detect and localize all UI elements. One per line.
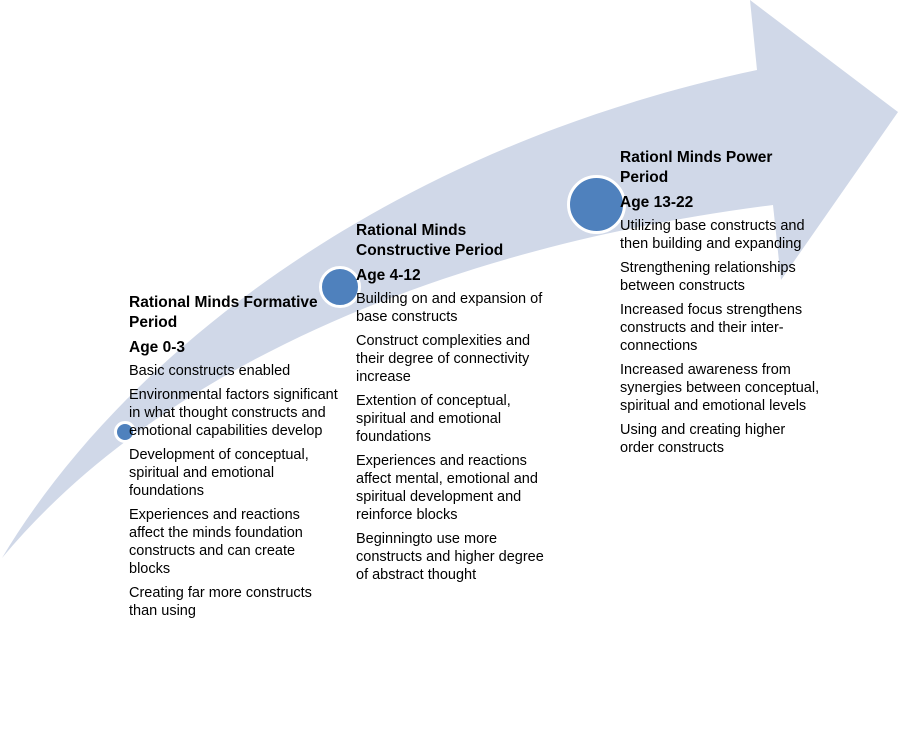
stage-marker-power bbox=[567, 175, 626, 234]
stage-item: Development of conceptual, spiritual and… bbox=[129, 447, 309, 499]
stage-item: Utilizing base constructs and then build… bbox=[620, 218, 805, 252]
stage-power: Rationl Minds Power Period Age 13-22 Uti… bbox=[620, 148, 820, 463]
stage-item: Strengthening relationships between cons… bbox=[620, 260, 796, 294]
stage-item: Experiences and reactions affect mental,… bbox=[356, 453, 538, 523]
stage-marker-formative bbox=[114, 421, 136, 443]
arrow-shape bbox=[2, 0, 898, 558]
stage-item: Building on and expansion of base constr… bbox=[356, 291, 543, 325]
stage-item: Experiences and reactions affect the min… bbox=[129, 507, 303, 577]
stage-item: Environmental factors significant in wha… bbox=[129, 387, 338, 439]
stage-item: Increased awareness from synergies betwe… bbox=[620, 362, 820, 414]
stage-item: Increased focus strengthens constructs a… bbox=[620, 302, 803, 354]
stage-item: Construct complexities and their degree … bbox=[356, 333, 531, 385]
stage-formative: Rational Minds Formative Period Age 0-3 … bbox=[129, 293, 339, 626]
stage-age: Age 13-22 bbox=[620, 194, 694, 211]
stage-item: Creating far more constructs than using bbox=[129, 585, 312, 619]
stage-item: Extention of conceptual, spiritual and e… bbox=[356, 393, 511, 445]
stage-title: Rational Minds Constructive Period bbox=[356, 222, 504, 259]
stage-age: Age 0-3 bbox=[129, 339, 185, 356]
stage-item: Basic constructs enabled bbox=[129, 363, 291, 379]
stage-title: Rationl Minds Power Period bbox=[620, 149, 773, 186]
stage-age: Age 4-12 bbox=[356, 267, 421, 284]
stage-item: Using and creating higher order construc… bbox=[620, 422, 786, 456]
stage-title: Rational Minds Formative Period bbox=[129, 294, 318, 331]
stage-item: Beginningto use more constructs and high… bbox=[356, 531, 544, 583]
stage-marker-constructive bbox=[319, 266, 361, 308]
stage-constructive: Rational Minds Constructive Period Age 4… bbox=[356, 221, 556, 590]
